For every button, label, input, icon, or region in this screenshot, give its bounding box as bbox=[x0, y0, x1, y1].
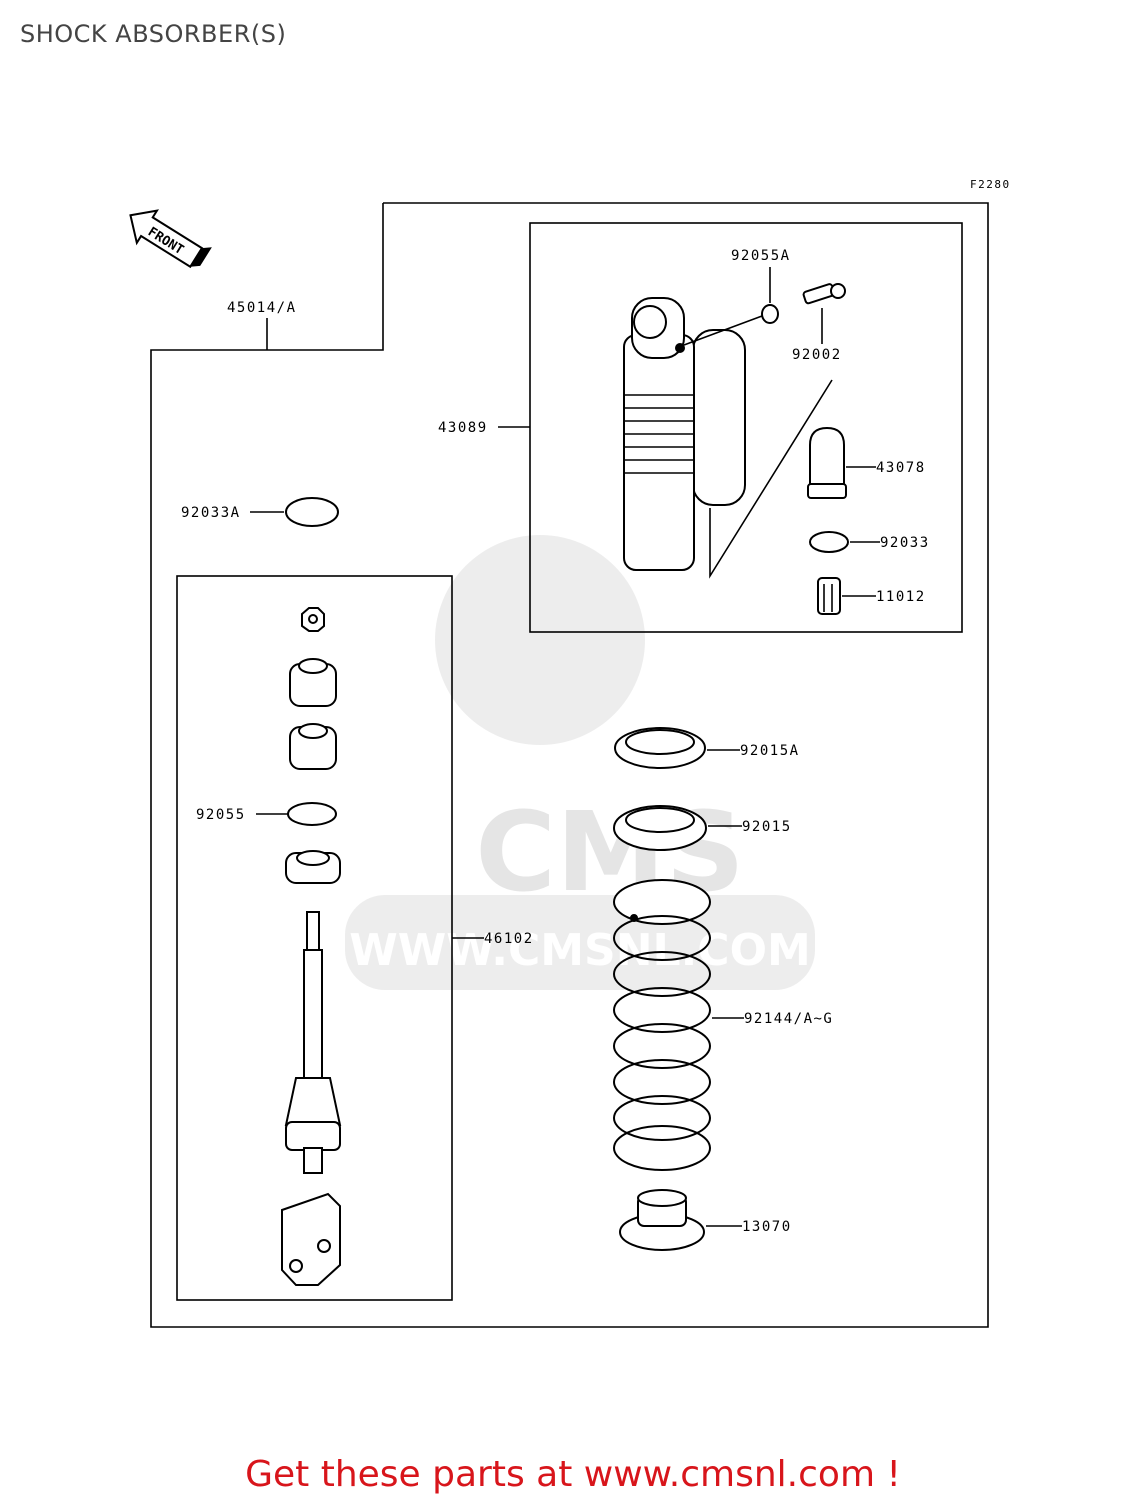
assembly-outline bbox=[150, 202, 989, 1328]
label-92144: 92144/A~G bbox=[744, 1011, 833, 1027]
nut-92015a-part bbox=[614, 727, 706, 769]
o-ring-92055a-part bbox=[761, 304, 779, 324]
clevis-part bbox=[281, 1192, 341, 1286]
footer-link[interactable]: Get these parts at www.cmsnl.com ! bbox=[245, 1454, 901, 1495]
label-43078: 43078 bbox=[876, 460, 926, 476]
shock-body-part bbox=[623, 297, 833, 579]
watermark: CMS WWW.CMSNL.COM bbox=[345, 535, 815, 990]
bushing-lower-part bbox=[289, 723, 337, 770]
label-92015a: 92015A bbox=[740, 743, 800, 759]
label-43089: 43089 bbox=[438, 420, 488, 436]
o-ring-92055-part bbox=[287, 802, 337, 826]
label-92002: 92002 bbox=[792, 347, 842, 363]
seat-part bbox=[285, 850, 341, 884]
label-92055a: 92055A bbox=[731, 248, 791, 264]
exploded-parts-diagram: CMS WWW.CMSNL.COM F2280 FRONT 45014/A 43… bbox=[129, 178, 1011, 1328]
bushing-upper-part bbox=[289, 658, 337, 707]
figure-code: F2280 bbox=[970, 178, 1011, 191]
label-92033a: 92033A bbox=[181, 505, 241, 521]
label-11012: 11012 bbox=[876, 589, 926, 605]
spring-part bbox=[613, 879, 711, 1171]
label-92033: 92033 bbox=[880, 535, 930, 551]
page-title: SHOCK ABSORBER(S) bbox=[20, 20, 287, 48]
watermark-url-text: WWW.CMSNL.COM bbox=[349, 925, 811, 976]
spring-seat-13070-part bbox=[619, 1189, 705, 1251]
cap-11012-part bbox=[817, 577, 841, 615]
front-arrow-icon: FRONT bbox=[129, 209, 212, 269]
clip-92033a-part bbox=[285, 497, 339, 527]
valve-92002-part bbox=[802, 283, 846, 305]
clip-92033-part bbox=[809, 531, 849, 553]
label-92055: 92055 bbox=[196, 807, 246, 823]
piston-rod-part bbox=[284, 911, 342, 1174]
nut-part bbox=[301, 607, 325, 632]
nut-92015-part bbox=[613, 805, 707, 851]
label-46102: 46102 bbox=[484, 931, 534, 947]
label-92015: 92015 bbox=[742, 819, 792, 835]
label-45014: 45014/A bbox=[227, 300, 297, 316]
cap-43078-part bbox=[807, 426, 847, 499]
label-13070: 13070 bbox=[742, 1219, 792, 1235]
